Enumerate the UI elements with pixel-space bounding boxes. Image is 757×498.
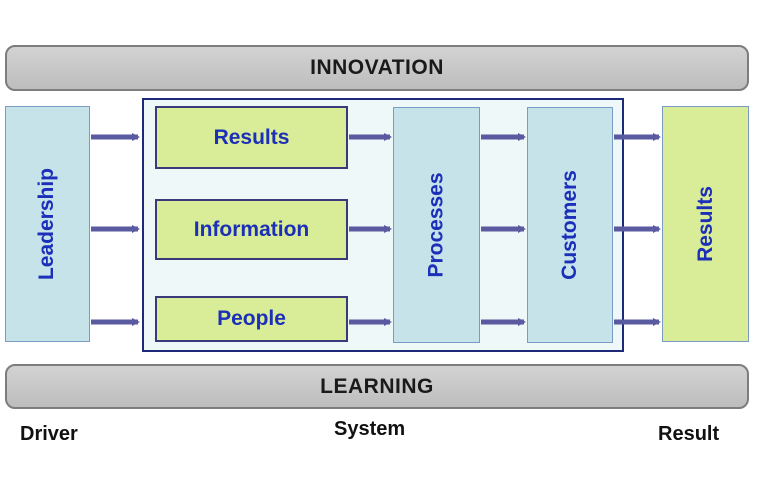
results-outer-box: Results (662, 106, 749, 342)
result-caption: Result (658, 423, 720, 445)
people-label: People (217, 307, 286, 330)
customers-box: Customers (527, 107, 613, 343)
information-box: Information (155, 199, 348, 260)
results-inner-label: Results (213, 125, 290, 149)
learning-label: LEARNING (320, 374, 434, 398)
learning-bar: LEARNING (5, 364, 749, 409)
system-caption: System (334, 418, 406, 440)
innovation-label: INNOVATION (310, 56, 444, 79)
results-inner-box: Results (155, 106, 348, 169)
processes-box: Processes (393, 107, 480, 343)
people-box: People (155, 296, 348, 342)
leadership-box: Leadership (5, 106, 90, 342)
information-label: Information (193, 217, 310, 241)
driver-caption: Driver (20, 423, 78, 445)
innovation-bar: INNOVATION (5, 45, 749, 91)
